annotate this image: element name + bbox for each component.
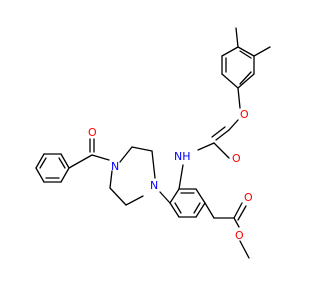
piperazine-ring — [109, 146, 156, 206]
amide-nh-label: NH — [174, 150, 191, 163]
ether-bonds — [228, 87, 241, 131]
ester-methoxy-oxygen-label: O — [235, 229, 244, 242]
amide-carbonyl-oxygen-label: O — [232, 152, 241, 165]
benzoyl-carbonyl-bonds — [68, 138, 110, 169]
ether-oxygen-label: O — [240, 108, 249, 121]
ester-bonds — [204, 202, 250, 259]
structure-canvas: O N N NH O O O O — [35, 27, 271, 259]
piperazine-nitrogen-bottom-label: N — [150, 179, 158, 192]
central-aromatic-ring — [169, 188, 206, 218]
piperazine-nitrogen-top-label: N — [111, 160, 119, 173]
atom-labels: O N N NH O O O O — [88, 108, 253, 242]
ester-carbonyl-oxygen-label: O — [244, 191, 253, 204]
dimethylphenyl-ring — [221, 27, 271, 89]
n-aryl-bond — [159, 191, 171, 204]
amide-bonds — [178, 126, 230, 190]
molecule-structure: O N N NH O O O O — [35, 27, 271, 259]
benzoyl-carbonyl-oxygen-label: O — [88, 126, 97, 139]
benzoyl-phenyl-ring — [35, 153, 70, 183]
